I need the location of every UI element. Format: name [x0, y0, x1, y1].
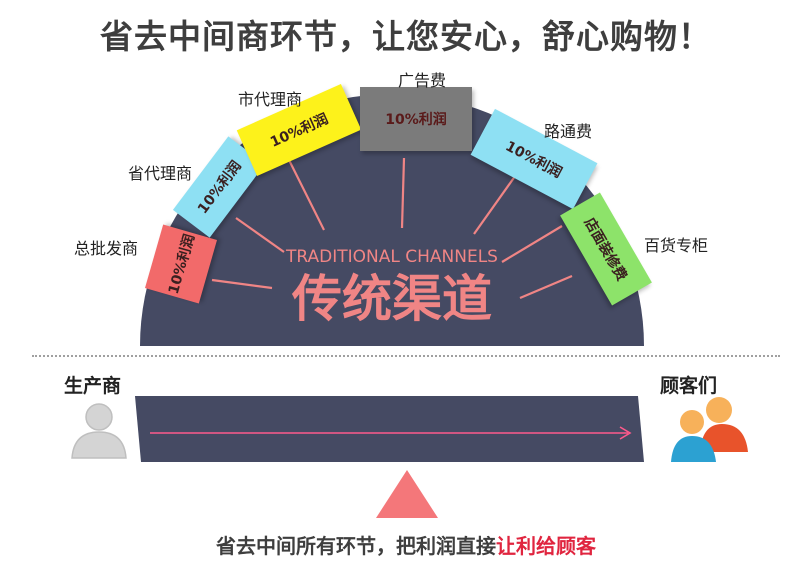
semicircle-title: 传统渠道: [291, 270, 492, 328]
headline: 省去中间商环节，让您安心，舒心购物！: [100, 17, 712, 56]
producer-label: 生产商: [64, 375, 122, 397]
customer-label: 顾客们: [660, 375, 718, 397]
label-province-agent: 省代理商: [128, 164, 193, 183]
label-wholesaler: 总批发商: [74, 239, 139, 258]
label-logistics: 路通费: [544, 122, 593, 141]
customers-icon: [671, 397, 748, 462]
label-city-agent: 市代理商: [238, 90, 303, 109]
radial-lines: [211, 149, 573, 300]
semicircle-subtitle: TRADITIONAL CHANNELS: [285, 247, 498, 267]
flow-arrow-head: [619, 426, 632, 440]
bottom-caption-text: 省去中间所有环节，把利润直接: [216, 534, 496, 558]
bottom-caption-highlight: 让利给顾客: [496, 534, 596, 558]
label-advertising: 广告费: [398, 71, 447, 90]
triangle-pointer: [376, 470, 438, 518]
label-department-store: 百货专柜: [644, 236, 709, 255]
flow-bar: [135, 396, 644, 462]
tile-advertising: 10%利润: [360, 87, 472, 151]
bottom-caption: 省去中间所有环节，把利润直接让利给顾客: [0, 530, 812, 559]
dotted-divider: [32, 355, 780, 357]
producer-person-icon: [71, 403, 127, 459]
